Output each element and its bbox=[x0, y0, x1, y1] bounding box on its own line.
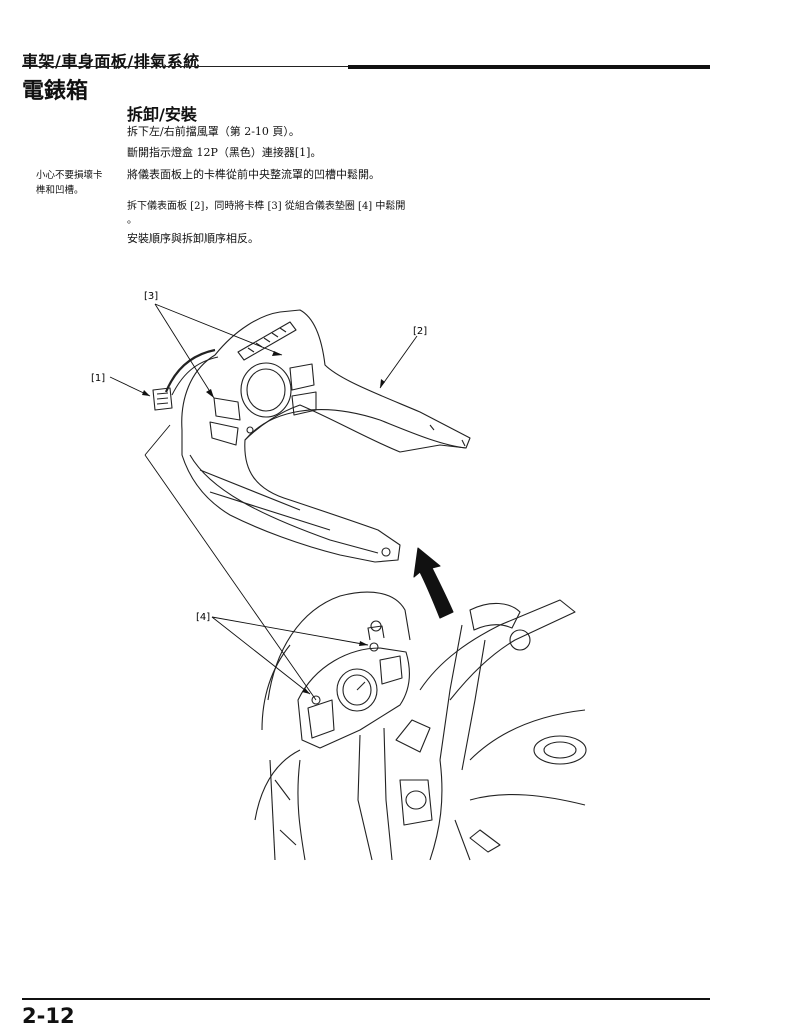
motorcycle-front-assembly bbox=[254, 591, 587, 861]
instrument-panel-part bbox=[152, 309, 471, 563]
step-1: 拆下左/右前擋風罩（第 2-10 頁）。 bbox=[127, 125, 300, 138]
step-2: 斷開指示燈盒 12P（黑色）連接器[1]。 bbox=[127, 146, 322, 159]
page-number: 2-12 bbox=[22, 1004, 75, 1028]
callout-4: [4] bbox=[196, 612, 210, 623]
callout-1: [1] bbox=[91, 373, 105, 384]
page-title: 電錶箱 bbox=[22, 78, 89, 104]
procedure-heading: 拆卸/安裝 bbox=[127, 105, 197, 124]
step-3: 將儀表面板上的卡榫從前中央整流罩的凹槽中鬆開。 bbox=[127, 168, 380, 181]
footer-rule bbox=[22, 998, 710, 1000]
instrument-panel-diagram: [3] [2] [1] [4] bbox=[91, 291, 587, 861]
step-4: 拆下儀表面板 [2]，同時將卡榫 [3] 從組合儀表墊圈 [4] 中鬆開 bbox=[127, 201, 406, 212]
callout-2: [2] bbox=[413, 326, 427, 337]
caution-note: 小心不要損壞卡 榫和凹槽。 bbox=[36, 168, 120, 198]
caution-line-1: 小心不要損壞卡 bbox=[36, 170, 103, 181]
section-header: 車架/車身面板/排氣系統 bbox=[22, 52, 200, 71]
step-4-continuation: 。 bbox=[127, 215, 137, 226]
caution-line-2: 榫和凹槽。 bbox=[36, 185, 84, 196]
header-rule-bold bbox=[348, 65, 710, 69]
removal-arrow bbox=[413, 547, 454, 619]
callout-3: [3] bbox=[144, 291, 158, 302]
step-5: 安裝順序與拆卸順序相反。 bbox=[127, 232, 259, 245]
